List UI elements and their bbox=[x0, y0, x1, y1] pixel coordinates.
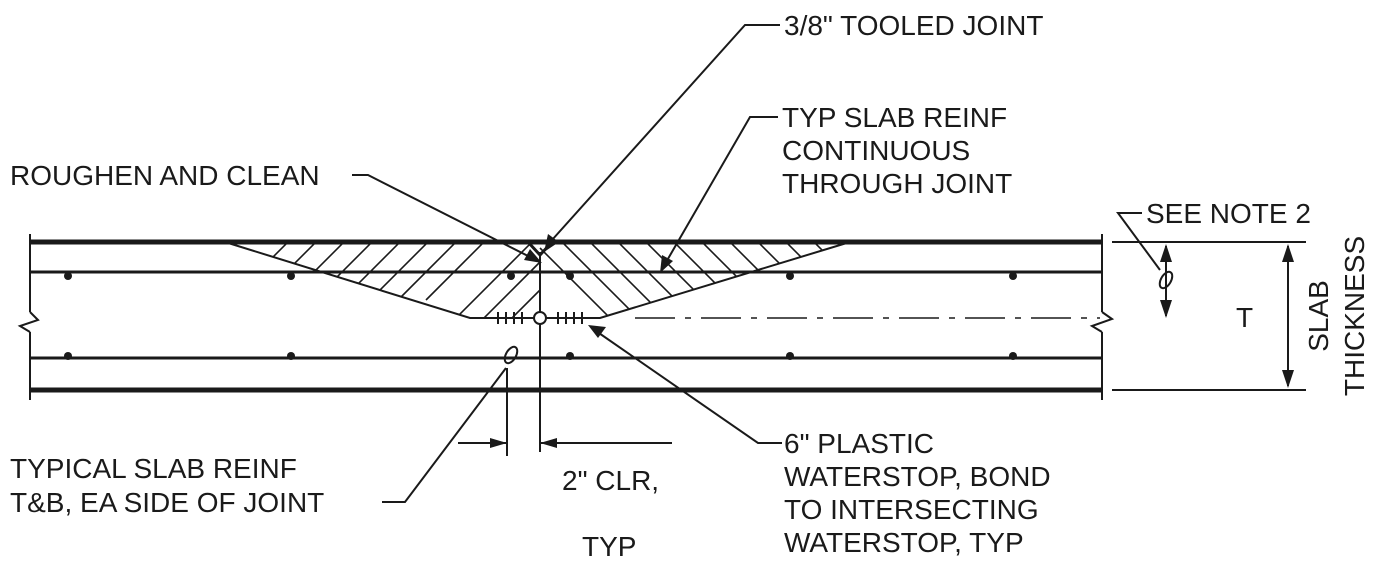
right-break-line bbox=[1089, 234, 1115, 400]
rebar-dot bbox=[1009, 272, 1017, 280]
label-slab: SLAB bbox=[1303, 280, 1334, 352]
label-waterstop-3: TO INTERSECTING bbox=[784, 494, 1039, 525]
rebar-dot bbox=[64, 352, 72, 360]
label-clearance-1: 2" CLR, bbox=[562, 465, 659, 496]
label-roughen-clean: ROUGHEN AND CLEAN bbox=[10, 160, 320, 191]
waterstop-center-bulb bbox=[533, 311, 547, 325]
label-tooled-joint: 3/8" TOOLED JOINT bbox=[784, 10, 1043, 41]
label-see-note: SEE NOTE 2 bbox=[1146, 198, 1311, 229]
rebar-dot bbox=[566, 352, 574, 360]
label-typ-slab-reinf-3: THROUGH JOINT bbox=[782, 168, 1012, 199]
label-clearance-2: TYP bbox=[582, 531, 636, 562]
rebar-dot bbox=[1009, 352, 1017, 360]
clearance-dimension bbox=[458, 368, 672, 456]
roughened-zone bbox=[224, 241, 851, 319]
rebar-dots bbox=[64, 272, 1017, 365]
rebar-dot bbox=[507, 272, 515, 280]
rebar-dot bbox=[786, 352, 794, 360]
reinf-callout-loop bbox=[503, 345, 519, 365]
label-typical-reinf-2: T&B, EA SIDE OF JOINT bbox=[10, 487, 324, 518]
rebar-dot bbox=[64, 272, 72, 280]
thickness-dimension bbox=[1112, 241, 1306, 391]
label-thickness: THICKNESS bbox=[1339, 236, 1370, 396]
rebar-dot bbox=[566, 272, 574, 280]
rebar-dot bbox=[287, 352, 295, 360]
label-typ-slab-reinf-2: CONTINUOUS bbox=[782, 135, 970, 166]
rebar-dot bbox=[786, 272, 794, 280]
see-note-loop bbox=[1158, 270, 1174, 290]
rebar-dot bbox=[287, 272, 295, 280]
waterstop bbox=[488, 311, 596, 325]
label-typ-slab-reinf-1: TYP SLAB REINF bbox=[782, 102, 1007, 133]
annotations: 3/8" TOOLED JOINT ROUGHEN AND CLEAN TYP … bbox=[10, 10, 1370, 562]
label-waterstop-2: WATERSTOP, BOND bbox=[784, 461, 1051, 492]
label-waterstop-1: 6" PLASTIC bbox=[784, 428, 934, 459]
label-waterstop-4: WATERSTOP, TYP bbox=[784, 527, 1024, 558]
label-typical-reinf-1: TYPICAL SLAB REINF bbox=[10, 453, 297, 484]
leader-lines bbox=[352, 24, 1161, 503]
left-break-line bbox=[17, 234, 40, 400]
label-thickness-symbol: T bbox=[1236, 302, 1253, 333]
